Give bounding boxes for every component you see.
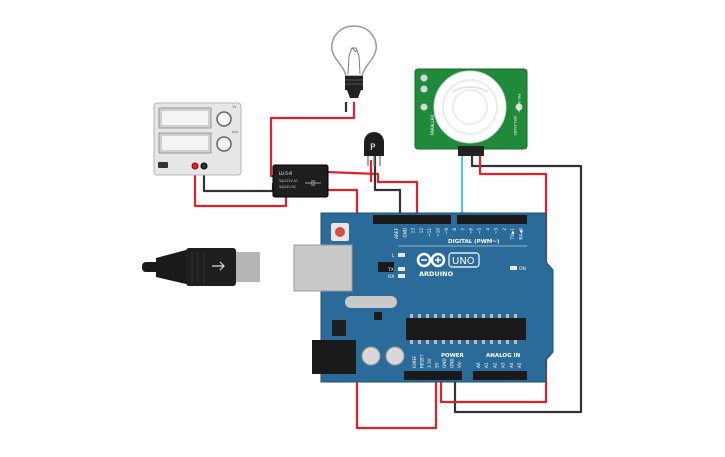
header-pin-label-8: 7 xyxy=(460,228,465,231)
transistor[interactable]: P xyxy=(364,132,384,166)
header-pin-label-11: 4 xyxy=(485,228,490,231)
pir-brand: PARALLAX xyxy=(430,114,435,135)
wires xyxy=(193,102,583,430)
header-pin-label-12: ~3 xyxy=(494,228,499,235)
power-supply: 1V mA xyxy=(153,102,242,176)
header-pin-label-15: RX◀0 xyxy=(519,228,524,240)
header-pin-label-3: 12 xyxy=(419,228,424,234)
led-rx xyxy=(398,274,405,278)
pir-part: SEN-13285 xyxy=(513,116,517,135)
pir-name: PIR Sensor xyxy=(517,94,521,113)
power-pin-label-0: IOREF xyxy=(412,355,417,368)
analog-pin-label-3: A3 xyxy=(501,362,506,368)
wire-supply-relay-red xyxy=(193,168,288,208)
header-pin-label-9: ~6 xyxy=(469,228,474,235)
wire-relay-transistor xyxy=(325,170,419,214)
power-pin-label-2: 3.3V xyxy=(427,358,432,368)
pir-sensor[interactable]: PARALLAX PIR Sensor SEN-13285 xyxy=(414,68,528,156)
led-label-tx: TX xyxy=(387,267,394,273)
supply-terminal-positive[interactable] xyxy=(191,162,199,170)
supply-terminal-negative[interactable] xyxy=(200,162,208,170)
power-pin-label-6: Vin xyxy=(457,361,462,368)
analog-pin-label-4: A4 xyxy=(509,362,514,368)
arduino-logo-icon xyxy=(416,252,446,268)
current-knob[interactable] xyxy=(216,136,232,152)
wire-pir-gnd xyxy=(453,156,583,414)
led-tx xyxy=(398,267,405,271)
header-pin-label-14: TX▶1 xyxy=(510,228,515,241)
analog-pin-label-2: A2 xyxy=(492,362,497,368)
analog-pin-label-1: A1 xyxy=(484,362,489,368)
arduino-brand: ARDUINO xyxy=(419,270,454,278)
header-pin-label-10: ~5 xyxy=(477,228,482,235)
header-pin-label-6: ~9 xyxy=(444,228,449,235)
header-pin-label-5: ~10 xyxy=(436,228,441,237)
analog-pin-label-5: A5 xyxy=(517,362,522,368)
power-pin-label-4: GND xyxy=(442,358,447,368)
led-on xyxy=(510,266,517,270)
relay-spec-dc: 5A/24V DC xyxy=(279,185,297,189)
power-header-label: POWER xyxy=(441,353,465,359)
supply-label-voltage: 1V xyxy=(232,105,237,109)
header-pin-label-13: 2 xyxy=(502,228,507,231)
power-pin-label-5: GND xyxy=(450,358,455,368)
led-label-on: ON xyxy=(519,266,526,272)
relay-model: LU-5-R xyxy=(279,171,292,176)
led-label-l: L xyxy=(392,253,395,259)
power-pin-label-3: 5V xyxy=(435,362,440,368)
relay-spec-ac: 5A/125V AC xyxy=(279,179,299,183)
transistor-label: P xyxy=(370,143,376,153)
voltage-knob[interactable] xyxy=(216,111,232,127)
arduino-model: UNO xyxy=(452,256,475,267)
wire-transistor-gnd xyxy=(373,155,402,214)
header-pin-label-2: 13 xyxy=(411,228,416,234)
header-pin-label-7: 8 xyxy=(452,228,457,231)
header-pin-label-0: AREF xyxy=(394,227,399,238)
wire-relay-5v xyxy=(316,188,438,430)
analog-header-label: ANALOG IN xyxy=(486,353,521,359)
header-pin-label-4: ~11 xyxy=(427,228,432,237)
relay[interactable]: LU-5-R 5A/125V AC 5A/24V DC xyxy=(272,164,329,198)
digital-header-label: DIGITAL (PWM~) xyxy=(448,239,500,245)
usb-cable xyxy=(142,248,260,286)
led-label-rx: RX xyxy=(388,274,394,280)
light-bulb[interactable] xyxy=(330,25,378,98)
header-pin-label-1: GND xyxy=(402,228,407,238)
led-l xyxy=(398,253,405,257)
analog-pin-label-0: A0 xyxy=(476,362,481,368)
power-pin-label-1: RESET xyxy=(420,354,425,368)
supply-label-current: mA xyxy=(232,130,238,134)
power-switch[interactable] xyxy=(158,162,168,168)
